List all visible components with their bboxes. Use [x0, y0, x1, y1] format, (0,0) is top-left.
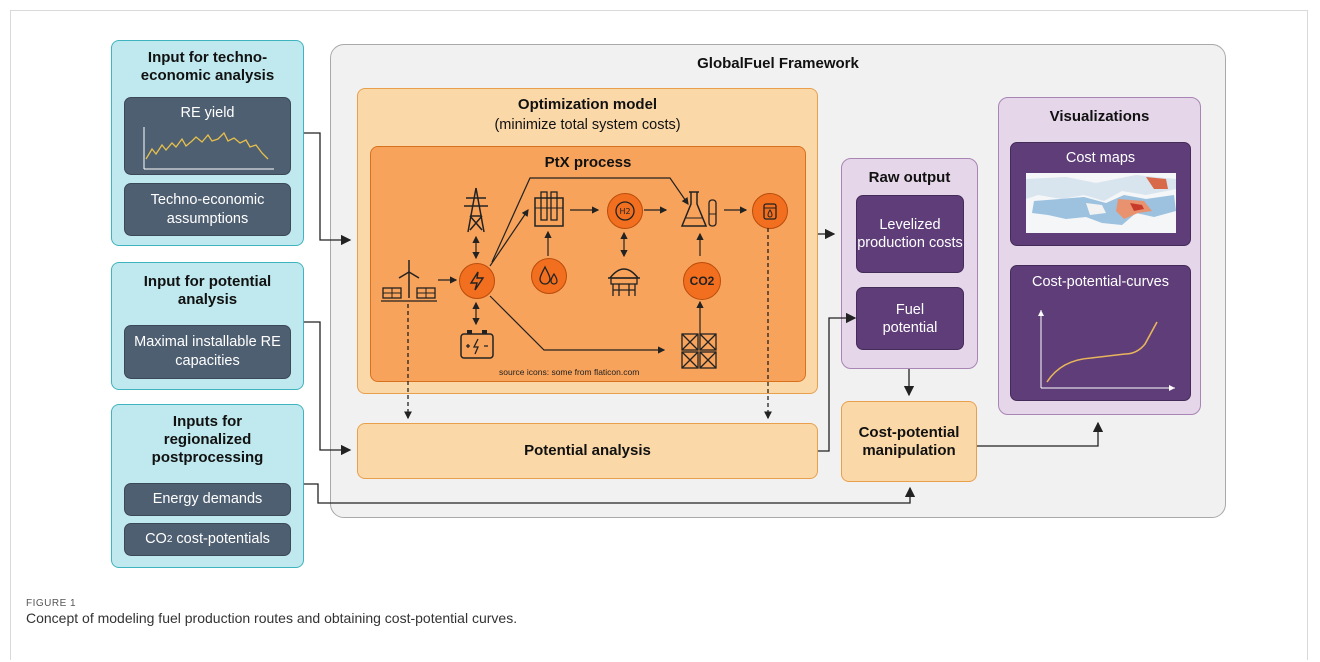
- potential-analysis-input-title: Input for potential analysis: [143, 273, 272, 308]
- framework-title: GlobalFuel Framework: [697, 55, 859, 72]
- cost-potential-manipulation-title: Cost-potential manipulation: [858, 423, 960, 459]
- regionalized-input-title: Inputs for regionalized postprocessing: [151, 413, 264, 466]
- levelized-costs-box: Levelized production costs: [856, 195, 964, 273]
- fuel-tank-icon: [752, 193, 788, 229]
- hydrogen-text: H2: [619, 207, 630, 216]
- water-icon: [531, 258, 567, 294]
- cost-potential-curve-chart: [1038, 310, 1175, 391]
- wind-solar-icon: [380, 258, 438, 304]
- visualizations-box: Visualizations Cost maps Cost-potential-…: [998, 97, 1201, 415]
- optimization-model-title: Optimization model: [517, 96, 658, 113]
- battery-icon: [458, 326, 496, 362]
- re-yield-box: RE yield: [124, 97, 291, 175]
- co2-suffix: cost-potentials: [172, 531, 270, 547]
- optimization-model-subtitle: (minimize total system costs): [494, 117, 681, 133]
- energy-demands-box: Energy demands: [124, 483, 291, 516]
- synthesis-flask-icon: [679, 188, 721, 232]
- figure-caption: Concept of modeling fuel production rout…: [26, 610, 518, 626]
- techno-economic-input-title: Input for techno-economic analysis: [140, 49, 275, 84]
- regionalized-input-box: Inputs for regionalized postprocessing E…: [111, 404, 304, 568]
- hydrogen-storage-icon: [604, 258, 644, 298]
- raw-output-box: Raw output Levelized production costs Fu…: [841, 158, 978, 369]
- co2-prefix: CO: [145, 531, 167, 547]
- ptx-source-note: source icons: some from flaticon.com: [499, 367, 640, 377]
- techno-economic-input-box: Input for techno-economic analysis RE yi…: [111, 40, 304, 246]
- co2-icon: CO2: [683, 262, 721, 300]
- re-yield-chart: [143, 127, 274, 170]
- electricity-icon: [459, 263, 495, 299]
- potential-analysis-input-box: Input for potential analysis Maximal ins…: [111, 262, 304, 390]
- cost-maps-label: Cost maps: [1065, 150, 1136, 166]
- storage-crates-icon: [680, 332, 718, 370]
- fuel-potential-label: Fuel potential: [882, 301, 938, 336]
- re-yield-label: RE yield: [180, 105, 235, 121]
- electrolyzer-icon: [530, 188, 568, 230]
- hydrogen-icon: H2: [607, 193, 643, 229]
- cost-potential-curves-box: Cost-potential-curves: [1010, 265, 1191, 401]
- re-capacities-box: Maximal installable RE capacities: [124, 325, 291, 379]
- co2-subscript: 2: [166, 534, 173, 545]
- potential-analysis-title: Potential analysis: [524, 442, 651, 459]
- cost-potential-curves-label: Cost-potential-curves: [1032, 274, 1169, 290]
- co2-node-label: CO2: [689, 274, 715, 288]
- ptx-process-title: PtX process: [544, 154, 632, 171]
- cost-map-image: [1026, 173, 1176, 233]
- cost-potential-manipulation-box: Cost-potential manipulation: [841, 401, 977, 482]
- fuel-potential-box: Fuel potential: [856, 287, 964, 350]
- techno-economic-assumptions-box: Techno-economic assumptions: [124, 183, 291, 236]
- figure-label: FIGURE 1: [26, 598, 77, 609]
- potential-analysis-box: Potential analysis: [357, 423, 818, 479]
- levelized-costs-label: Levelized production costs: [857, 217, 963, 251]
- cost-maps-box: Cost maps: [1010, 142, 1191, 246]
- power-tower-icon: [460, 186, 492, 234]
- visualizations-title: Visualizations: [1049, 108, 1150, 125]
- figure-frame: [10, 10, 1308, 660]
- raw-output-title: Raw output: [868, 169, 951, 186]
